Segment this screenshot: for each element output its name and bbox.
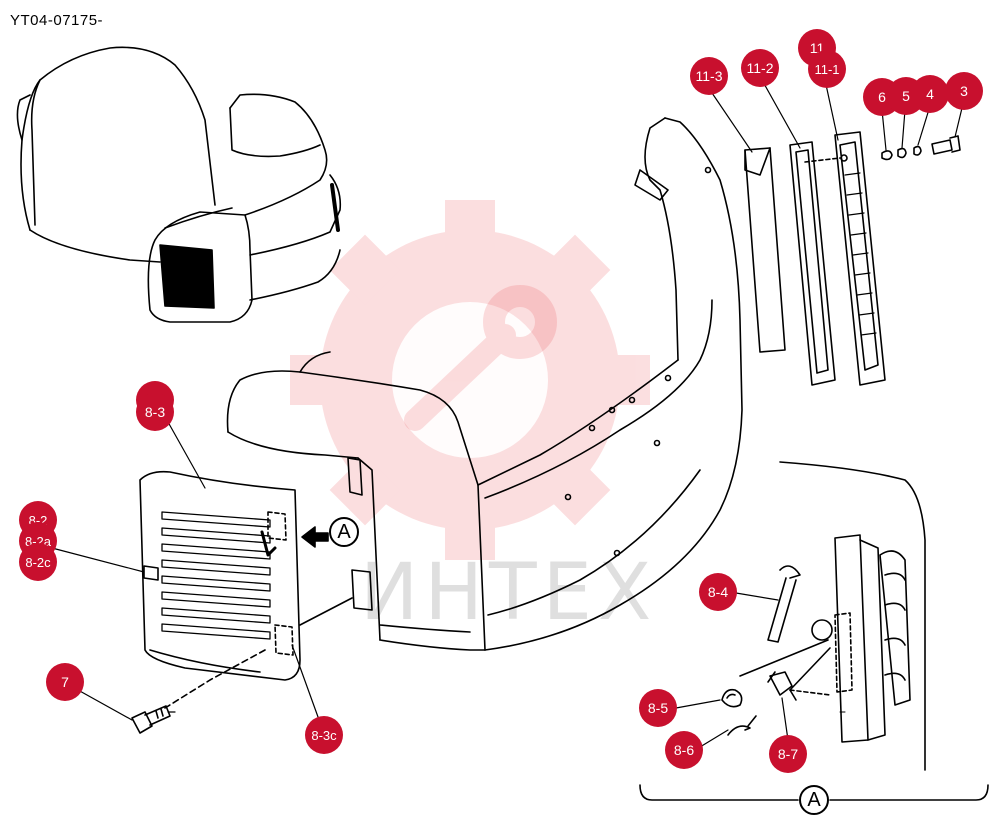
callout-8-5[interactable]: 8-5 — [639, 689, 677, 727]
side-grille-panel — [139, 470, 301, 709]
callout-8-3[interactable]: 8-3 — [136, 393, 174, 431]
machine-overview — [16, 46, 342, 323]
callout-8-4[interactable]: 8-4 — [699, 573, 737, 611]
watermark-text: ИНТЕХ — [360, 548, 658, 638]
counterweight-body — [226, 117, 743, 651]
callout-3[interactable]: 3 — [945, 72, 983, 110]
grille-slots — [161, 511, 271, 640]
leader-lines-detail — [675, 592, 789, 748]
callout-4[interactable]: 4 — [911, 75, 949, 113]
callout-8-7[interactable]: 8-7 — [769, 735, 807, 773]
callout-8-6[interactable]: 8-6 — [665, 731, 703, 769]
leader-lines-left — [51, 421, 323, 729]
view-a-arrow — [301, 526, 329, 548]
document-code: YT04-07175- — [10, 12, 104, 29]
watermark-gear-inner — [392, 302, 548, 458]
bolt-7 — [131, 705, 171, 734]
detail-view-a-label: A — [799, 785, 829, 815]
callout-8-3c[interactable]: 8-3c — [305, 716, 343, 754]
callout-11-1[interactable]: 11-1 — [808, 50, 846, 88]
detail-view-a — [639, 461, 989, 801]
leader-lines-right — [709, 79, 963, 153]
view-a-label: A — [329, 517, 359, 547]
watermark-wrench — [404, 285, 557, 431]
callout-11-3[interactable]: 11-3 — [690, 57, 728, 95]
rear-grille-assembly — [744, 131, 961, 386]
rear-grille-slots — [844, 172, 877, 336]
callout-11-2[interactable]: 11-2 — [741, 49, 779, 87]
callout-8-2c[interactable]: 8-2c — [19, 543, 57, 581]
callout-7[interactable]: 7 — [46, 663, 84, 701]
